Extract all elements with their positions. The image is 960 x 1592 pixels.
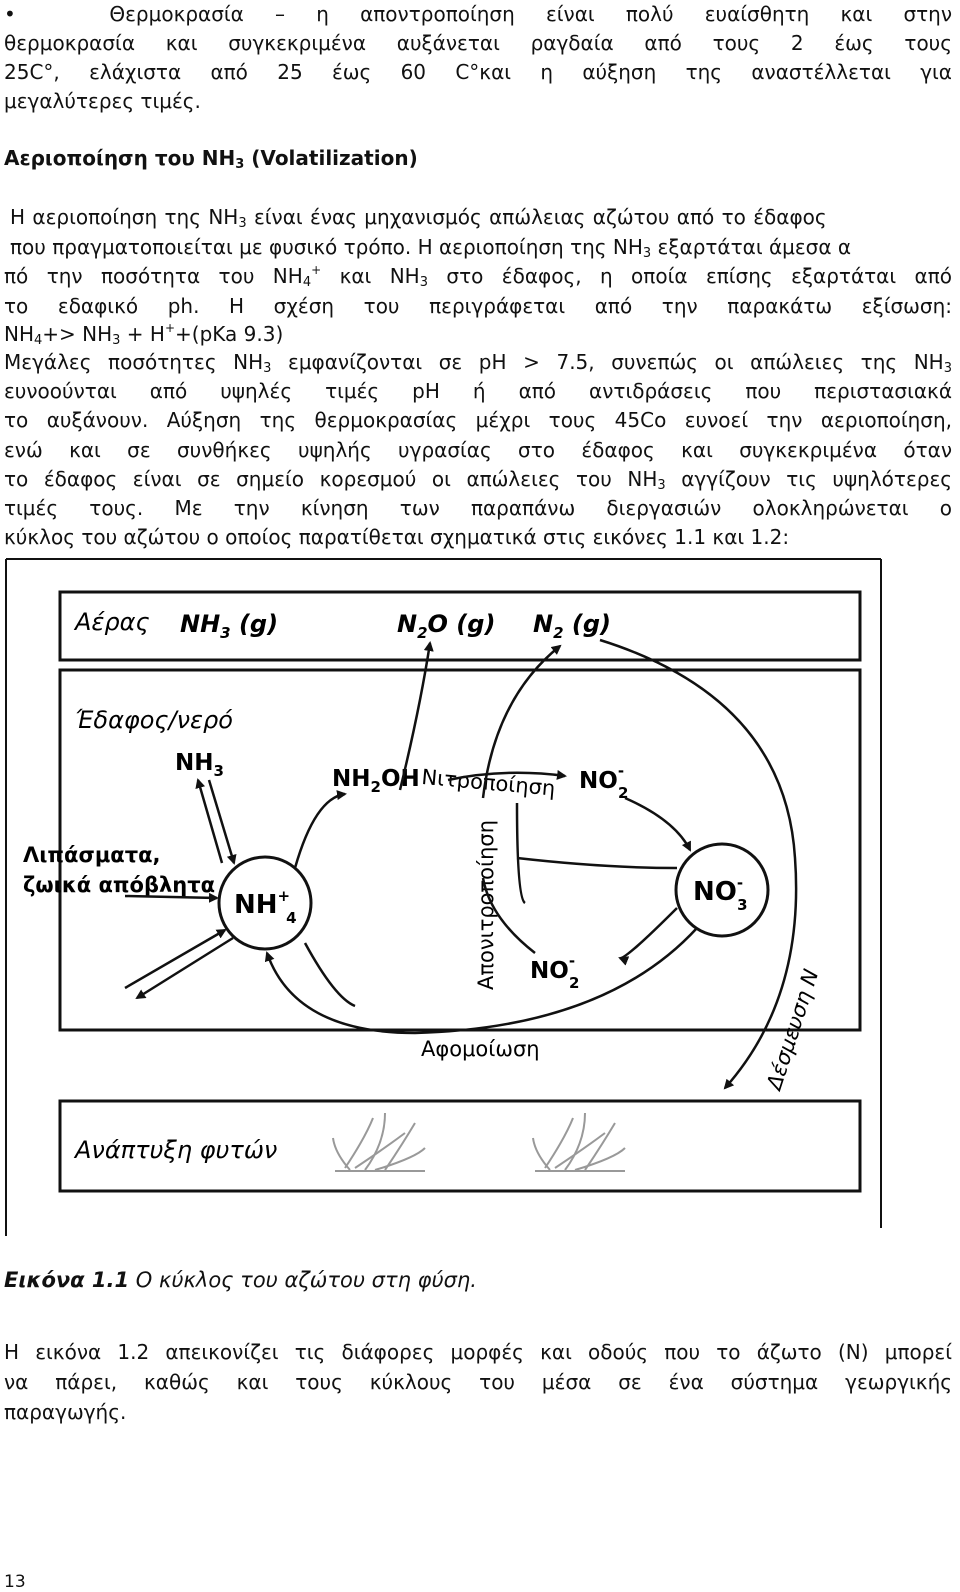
soil-label: Έδαφος/νερό bbox=[75, 706, 233, 734]
t: στο έδαφος, η οποία επίσης εξαρτάται από bbox=[428, 264, 952, 288]
nh3-gas-label: NH3 (g) bbox=[180, 610, 278, 642]
s: 3 bbox=[263, 361, 272, 376]
t: εξαρτάται άμεσα α bbox=[651, 235, 852, 259]
figure-caption: Εικόνα 1.1 Ο κύκλος του αζώτου στη φύση. bbox=[4, 1268, 477, 1292]
arrow-nh4-to-nh3 bbox=[195, 778, 224, 864]
page-number: 13 bbox=[4, 1572, 26, 1592]
s: 3 bbox=[419, 275, 429, 290]
caption-text: Ο κύκλος του αζώτου στη φύση. bbox=[129, 1268, 477, 1292]
no3-node bbox=[674, 842, 770, 938]
plant-growth-label: Ανάπτυξη φυτών bbox=[73, 1136, 277, 1164]
heading-text-post: (Volatilization) bbox=[244, 146, 418, 170]
denitrification-label: Απονιτροποίηση bbox=[474, 820, 498, 990]
denitrif-line-2 bbox=[516, 856, 678, 870]
arrow-out-nh4-lower bbox=[135, 936, 234, 1000]
paragraph2-line3: πό την ποσότητα του NH4+ και NH3 στο έδα… bbox=[4, 263, 952, 290]
denitrif-line-3 bbox=[481, 877, 536, 954]
s: 3 bbox=[238, 216, 247, 231]
t: πό την ποσότητα του NH bbox=[4, 264, 303, 288]
arrow-no3-to-nh4 bbox=[264, 927, 698, 1035]
paragraph3-line1: Η εικόνα 1.2 απεικονίζει τις διάφορες μο… bbox=[4, 1340, 952, 1364]
s: 3 bbox=[943, 361, 952, 376]
plants-box bbox=[58, 1099, 862, 1193]
air-label: Αέρας bbox=[73, 608, 150, 636]
t: είναι ένας μηχανισμός απώλειας αζώτου απ… bbox=[246, 205, 827, 229]
paragraph2-line11: τιμές τους. Με την κίνηση των παραπάνω δ… bbox=[4, 496, 952, 520]
paragraph2-line10: το έδαφος είναι σε σημείο κορεσμού οι απ… bbox=[4, 467, 952, 493]
s: 4 bbox=[302, 275, 312, 290]
arrow-in-nh4-lower bbox=[124, 928, 227, 990]
grass-icon-right bbox=[532, 1112, 626, 1172]
no3-label: NO-3 bbox=[693, 874, 748, 914]
paragraph3-line3: παραγωγής. bbox=[4, 1400, 127, 1424]
section-heading: Αεριοποίηση του NH3 (Volatilization) bbox=[4, 146, 418, 172]
assimilation-label: Αφομοίωση bbox=[421, 1037, 540, 1061]
paragraph2-line7: ευνοούνται από υψηλές τιμές pH ή από αντ… bbox=[4, 379, 952, 403]
paragraph2-line1: Η αεριοποίηση της NH3 είναι ένας μηχανισ… bbox=[10, 205, 952, 231]
paragraph1-line1: • Θερμοκρασία – η αποντροποίηση είναι πο… bbox=[4, 2, 952, 26]
s: + bbox=[164, 321, 176, 335]
denitrif-line-1 bbox=[515, 802, 526, 905]
paragraph2-line8: το αυξάνουν. Αύξηση της θερμοκρασίας μέχ… bbox=[4, 408, 952, 432]
no2-bottom-label: NO-2 bbox=[530, 952, 579, 992]
assimilation-line bbox=[303, 942, 356, 1008]
text: Θερμοκρασία – η αποντροποίηση είναι πολύ… bbox=[109, 2, 953, 26]
arrow-to-n2 bbox=[481, 644, 562, 799]
arrow-nh2oh-to-no2 bbox=[447, 769, 567, 782]
arrow-fertilizer-to-nh4 bbox=[124, 892, 219, 903]
nh3-label: NH3 bbox=[175, 750, 224, 780]
t: και NH bbox=[321, 264, 420, 288]
s: 3 bbox=[112, 333, 121, 348]
nh2oh-label: NH2OH bbox=[332, 766, 420, 796]
fertilizer-label-line2: ζωικά απόβλητα bbox=[23, 873, 215, 897]
t: που πραγματοποιείται με φυσικό τρόπο. Η … bbox=[10, 235, 643, 259]
paragraph1-line3: 25C°, ελάχιστα από 25 έως 60 C°και η αύξ… bbox=[4, 60, 952, 84]
arrow-no2-to-no3 bbox=[624, 796, 692, 852]
s: 3 bbox=[642, 246, 652, 261]
t: το έδαφος είναι σε σημείο κορεσμού οι απ… bbox=[4, 467, 658, 491]
fertilizer-label-line1: Λιπάσματα, bbox=[23, 843, 161, 867]
heading-text: Αεριοποίηση του NH bbox=[4, 146, 236, 170]
no2-top-label: NO-2 bbox=[579, 762, 628, 802]
t: αγγίζουν τις υψηλότερες bbox=[665, 467, 952, 491]
paragraph1-line2: θερμοκρασία και συγκεκριμένα αυξάνεται ρ… bbox=[4, 31, 952, 55]
paragraph2-line5: NH4+> NH3 + H++(pKa 9.3) bbox=[4, 321, 952, 348]
n2-gas-label: N2 (g) bbox=[533, 610, 611, 642]
arrow-n-fixation bbox=[599, 638, 798, 1090]
s: 4 bbox=[34, 333, 43, 348]
paragraph2-line2: που πραγματοποιείται με φυσικό τρόπο. Η … bbox=[10, 235, 952, 261]
nitrogen-cycle-figure: Αέρας NH3 (g) N2O (g) N2 (g) Έδαφος/νερό… bbox=[5, 558, 882, 1236]
heading-sub: 3 bbox=[235, 157, 245, 172]
arrow-no3-to-no2 bbox=[618, 907, 678, 966]
t: εμφανίζονται σε pH > 7.5, συνεπώς οι απώ… bbox=[271, 350, 944, 374]
arrow-nh4-to-nh2oh bbox=[293, 790, 347, 869]
arrow-nh3-to-nh4 bbox=[207, 779, 237, 865]
t: NH bbox=[4, 322, 34, 346]
paragraph3-line2: να πάρει, καθώς και τους κύκλους του μέσ… bbox=[4, 1370, 952, 1394]
nh4-label: NH+4 bbox=[234, 887, 297, 927]
air-box bbox=[58, 590, 862, 662]
t: + H bbox=[120, 322, 165, 346]
grass-icon-left bbox=[332, 1112, 426, 1172]
t: +(pKa 9.3) bbox=[175, 322, 284, 346]
t: +> NH bbox=[42, 322, 113, 346]
nh4-node bbox=[217, 855, 313, 951]
paragraph2-line9: ενώ και σε συνθήκες υψηλής υγρασίας στο … bbox=[4, 438, 952, 462]
s: 3 bbox=[657, 478, 666, 493]
s: + bbox=[311, 263, 322, 277]
paragraph1-line4: μεγαλύτερες τιμές. bbox=[4, 89, 201, 113]
paragraph2-line6: Μεγάλες ποσότητες NH3 εμφανίζονται σε pH… bbox=[4, 350, 952, 376]
n2o-gas-label: N2O (g) bbox=[397, 610, 495, 642]
paragraph2-line12: κύκλος του αζώτου ο οποίος παρατίθεται σ… bbox=[4, 525, 790, 549]
t: Η αεριοποίηση της NH bbox=[10, 205, 239, 229]
caption-label: Εικόνα 1.1 bbox=[4, 1268, 130, 1292]
t: Μεγάλες ποσότητες NH bbox=[4, 350, 264, 374]
bullet: • bbox=[4, 2, 16, 26]
arrow-to-n2o bbox=[398, 641, 434, 791]
paragraph2-line4: το εδαφικό ph. Η σχέση του περιγράφεται … bbox=[4, 294, 952, 318]
